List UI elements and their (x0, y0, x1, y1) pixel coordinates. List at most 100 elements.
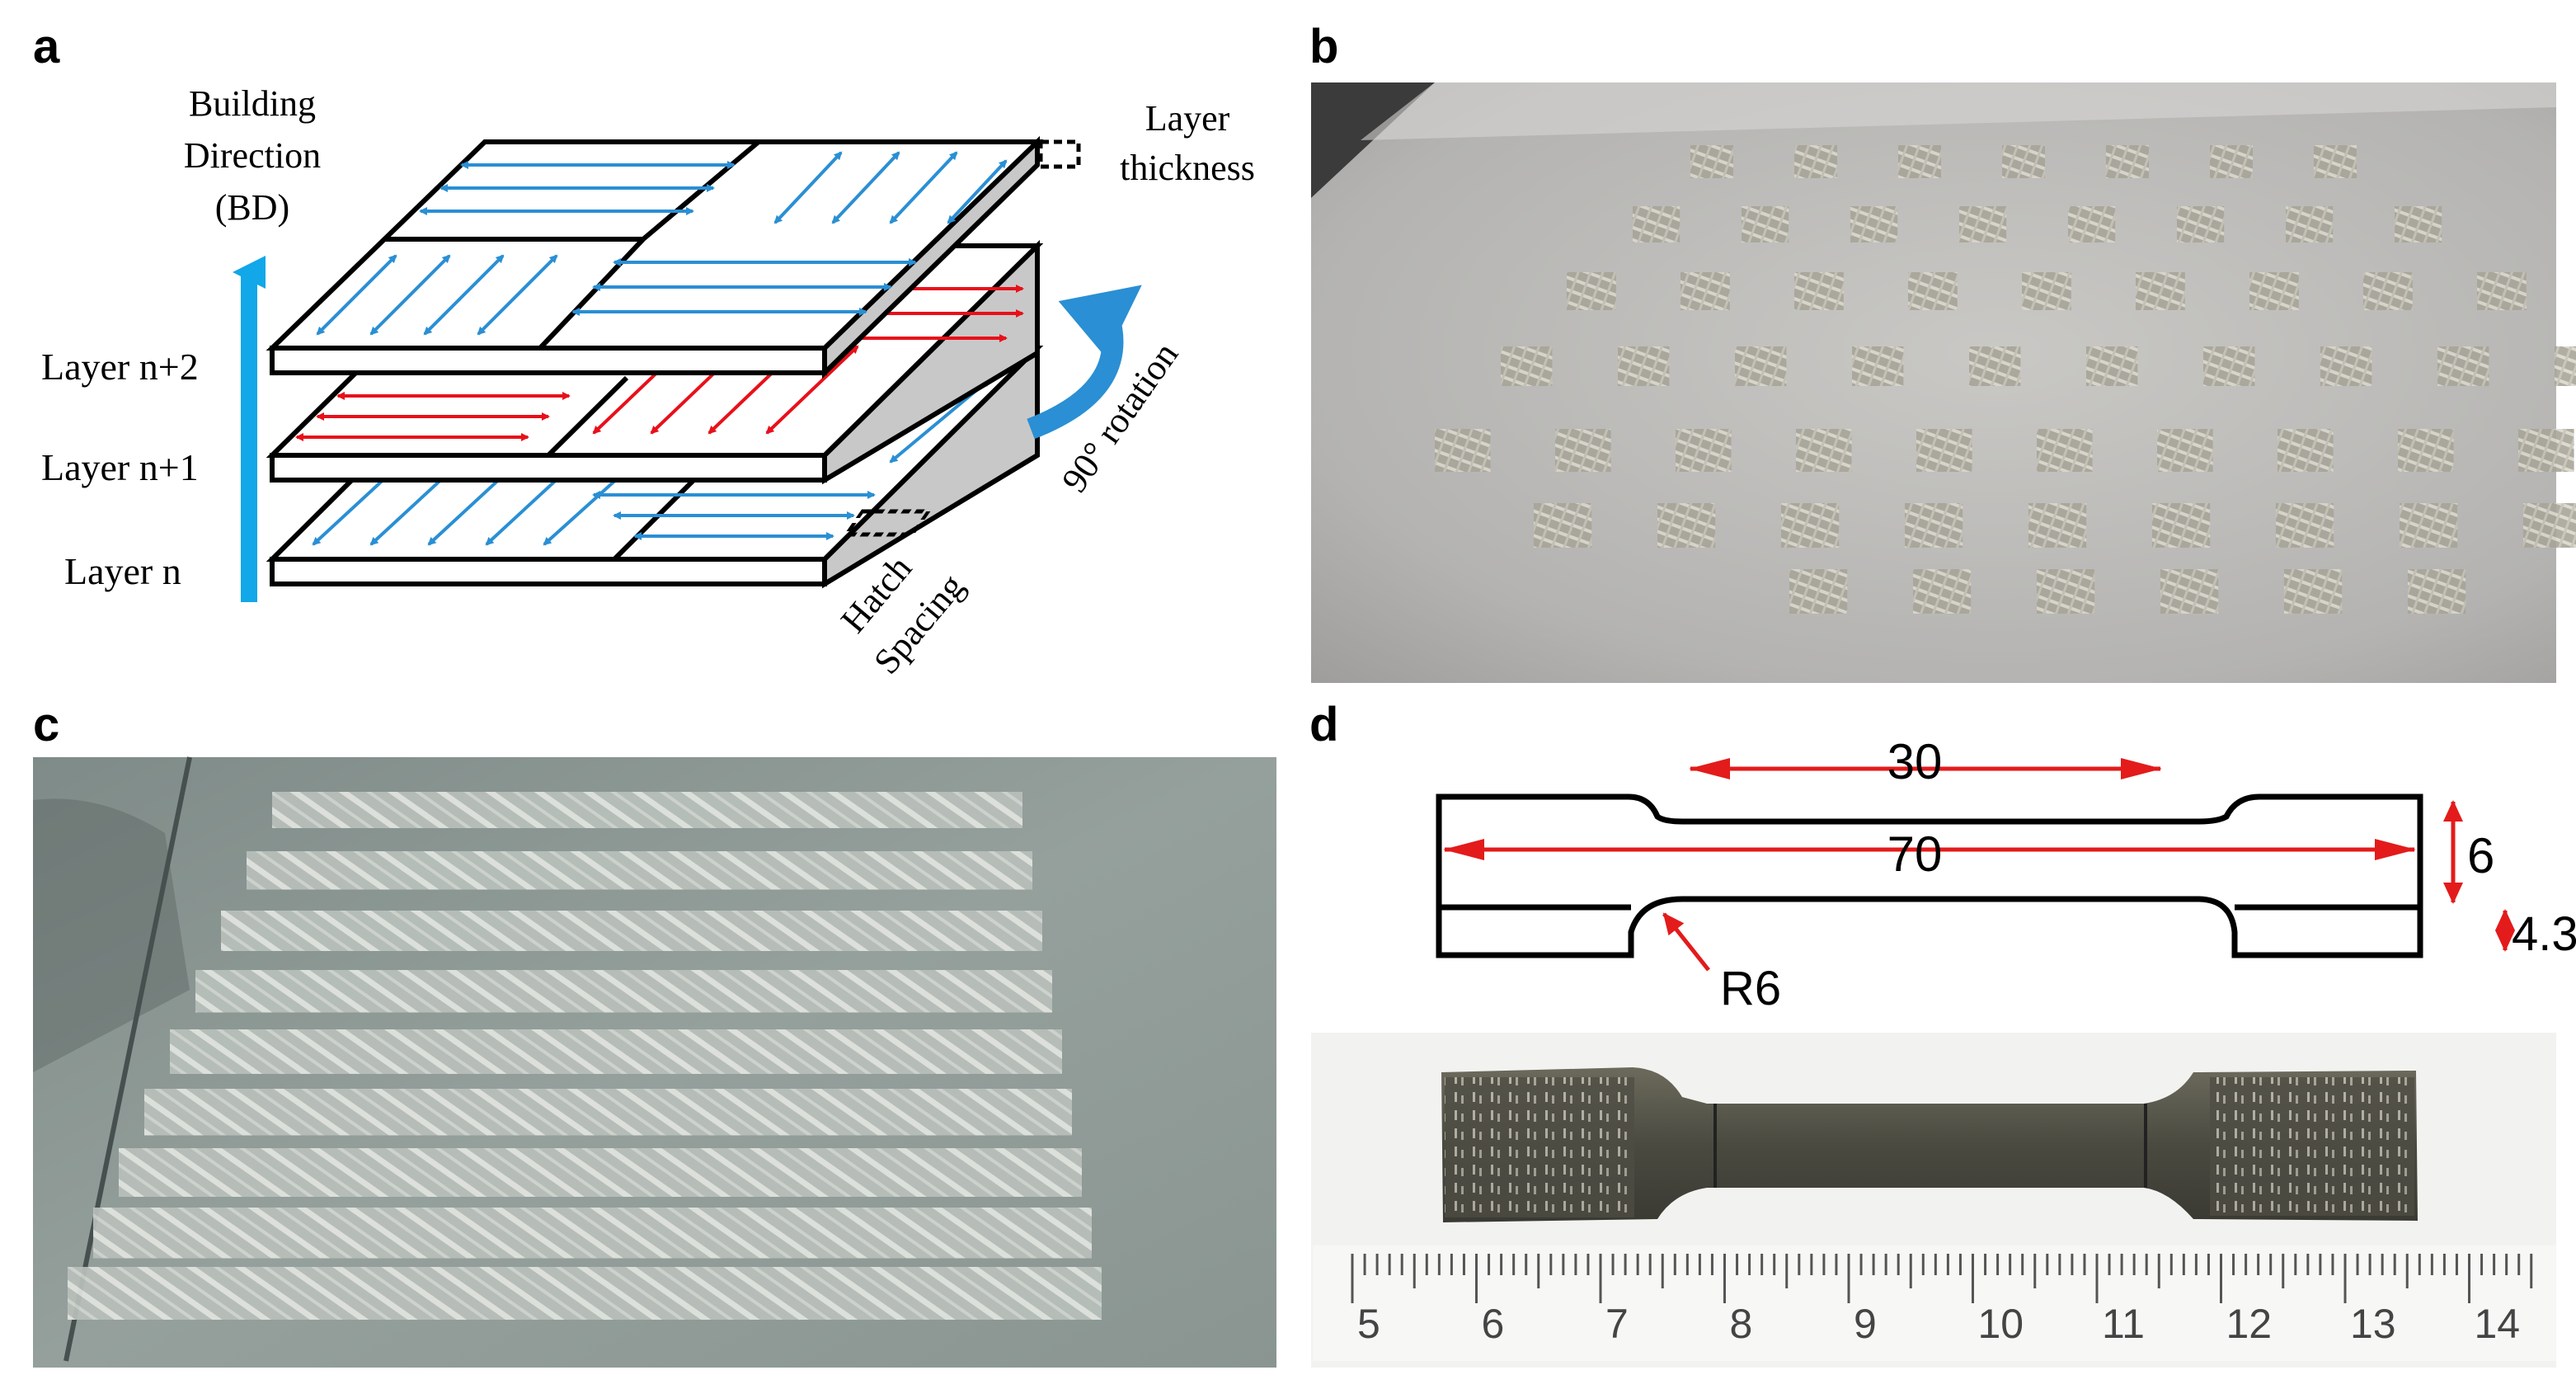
printed-cube (1555, 429, 1611, 472)
specimen-drawing (1436, 793, 2423, 958)
photo-printed-cubes (1311, 82, 2576, 683)
printed-cube (1735, 346, 1787, 386)
photo-printed-strips (33, 756, 1276, 1368)
printed-cube (1435, 429, 1491, 472)
panel-letter-a: a (33, 20, 60, 73)
printed-strip (68, 1267, 1102, 1320)
printed-cube (2286, 206, 2334, 242)
printed-cube (2276, 503, 2334, 548)
building-direction-label: Direction (184, 135, 321, 176)
printed-cube (1657, 503, 1716, 548)
printed-strip (119, 1148, 1082, 1197)
printed-cube (2028, 503, 2087, 548)
printed-cube (2157, 429, 2213, 472)
printed-cube (2477, 272, 2527, 310)
ruler-number: 14 (2475, 1301, 2521, 1347)
printed-cube (1789, 569, 1848, 614)
panel-letter-c: c (33, 698, 59, 751)
printed-cube (1905, 503, 1963, 548)
printed-cube (2022, 272, 2071, 310)
printed-cube (2002, 145, 2045, 178)
ruler-number: 5 (1357, 1301, 1380, 1347)
layer-label-n1: Layer n+1 (41, 446, 199, 488)
radius-leader (1662, 912, 1710, 972)
printed-strip (195, 970, 1052, 1013)
ruler-number: 7 (1605, 1301, 1629, 1347)
ruler-number: 10 (1978, 1301, 2024, 1347)
printed-cube (2314, 145, 2357, 178)
ruler-number: 9 (1854, 1301, 1877, 1347)
printed-cube (1794, 145, 1837, 178)
layer-thickness-marker (1038, 139, 1081, 169)
printed-cube (2278, 429, 2334, 472)
layer-thickness-label: thickness (1120, 148, 1255, 188)
printed-cube (2136, 272, 2185, 310)
printed-cube (2037, 569, 2095, 614)
printed-cube (1676, 429, 1732, 472)
printed-cube (2068, 206, 2116, 242)
printed-cube (2037, 429, 2093, 472)
printed-cube (2408, 569, 2466, 614)
building-direction-label: (BD) (215, 187, 289, 228)
printed-cube (2160, 569, 2219, 614)
printed-cube (1916, 429, 1972, 472)
dimension-70-label: 70 (1887, 826, 1943, 882)
building-direction-label: Building (189, 83, 316, 124)
printed-cube (2152, 503, 2211, 548)
printed-cube (2106, 145, 2149, 178)
printed-strip (247, 851, 1032, 890)
printed-strip (272, 792, 1022, 828)
printed-cube (1633, 206, 1681, 242)
printed-cube (2177, 206, 2225, 242)
printed-cube (2437, 346, 2489, 386)
printed-strip (170, 1029, 1062, 1074)
ruler-number: 8 (1730, 1301, 1753, 1347)
printed-cube (1781, 503, 1840, 548)
printed-cube (1898, 145, 1941, 178)
printed-cube (1501, 346, 1553, 386)
printed-cube (1796, 429, 1852, 472)
hatch-spacing-marker (843, 509, 933, 537)
printed-cube (1908, 272, 1958, 310)
rotation-arrow-head (1058, 285, 1142, 359)
layer-label-n2: Layer n+2 (41, 346, 199, 388)
ruler-number: 13 (2350, 1301, 2396, 1347)
ruler-number: 11 (2102, 1301, 2145, 1347)
printed-cube (2523, 503, 2576, 548)
printed-strip (144, 1089, 1072, 1136)
printed-cube (2363, 272, 2413, 310)
cube-grid (1435, 145, 2576, 614)
printed-cube (2395, 206, 2442, 242)
strip-rows (68, 792, 1102, 1320)
layer-thickness-label: Layer (1145, 98, 1230, 139)
printed-cube (1913, 569, 1972, 614)
layer-label-n: Layer n (64, 550, 181, 592)
dimension-30-label: 30 (1887, 734, 1943, 789)
dimension-4-3-label: 4.3 (2512, 907, 2576, 961)
printed-cube (2249, 272, 2299, 310)
printed-cube (2210, 145, 2253, 178)
ruler-ticks (1351, 1254, 2533, 1303)
printed-cube (2203, 346, 2255, 386)
ruler-number: 12 (2226, 1301, 2273, 1347)
panel-letter-d: d (1309, 698, 1338, 751)
printed-cube (1534, 503, 1592, 548)
printed-cube (1742, 206, 1789, 242)
printed-cube (1681, 272, 1730, 310)
printed-cube (1850, 206, 1898, 242)
radius-label: R6 (1720, 962, 1781, 1015)
printed-cube (2398, 429, 2454, 472)
printed-cube (1852, 346, 1904, 386)
printed-cube (1618, 346, 1670, 386)
printed-strip (93, 1208, 1092, 1259)
printed-cube (1690, 145, 1733, 178)
printed-cube (1567, 272, 1616, 310)
printed-cube (1794, 272, 1844, 310)
printed-cube (2555, 346, 2576, 386)
printed-strip (221, 911, 1042, 951)
printed-cube (2400, 503, 2458, 548)
printed-cube (1969, 346, 2021, 386)
printed-cube (2518, 429, 2574, 472)
